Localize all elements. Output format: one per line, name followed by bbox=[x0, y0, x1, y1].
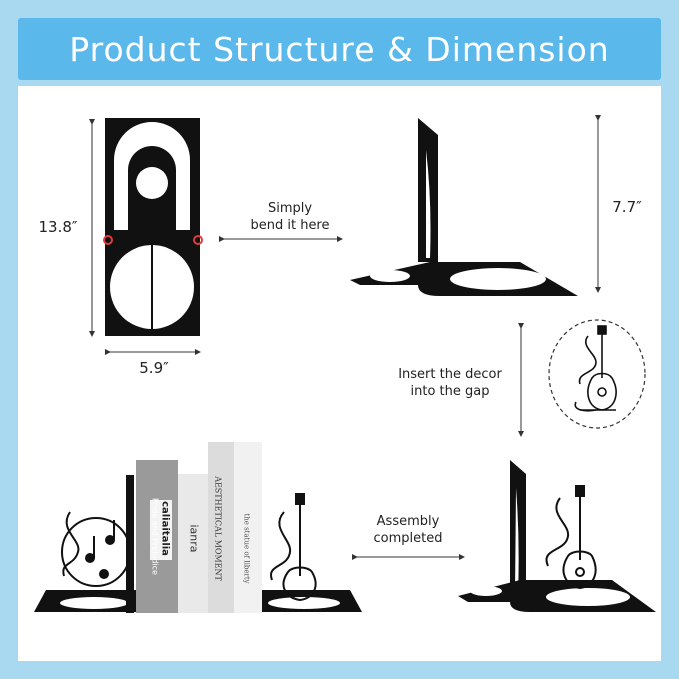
banner-title: Product Structure & Dimension bbox=[69, 29, 610, 69]
music-notes-icon bbox=[61, 511, 131, 587]
guitar-decor-icon-shelf bbox=[269, 493, 317, 602]
bend-marker-left bbox=[103, 235, 113, 245]
book-spine-4: AESTHETICAL MOMENT bbox=[213, 476, 223, 581]
assembled-bookend bbox=[458, 460, 656, 612]
bend-line-2: bend it here bbox=[250, 218, 330, 233]
assembly-line-2: completed bbox=[373, 531, 443, 546]
bent-bookend bbox=[350, 118, 578, 296]
book-spine-2: caliaitalia bbox=[159, 501, 171, 556]
height-label: 13.8″ bbox=[38, 218, 78, 236]
book-spine-5: the statue of liberty bbox=[242, 513, 251, 584]
bend-instruction: Simply bend it here bbox=[240, 200, 340, 234]
flat-plate bbox=[103, 118, 203, 336]
decor-circle bbox=[548, 319, 646, 429]
side-height-label: 7.7″ bbox=[612, 198, 642, 216]
bend-marker-right bbox=[193, 235, 203, 245]
insert-instruction: Insert the decor into the gap bbox=[390, 366, 510, 400]
book-spine-3: ianra bbox=[187, 524, 201, 553]
assembly-instruction: Assembly completed bbox=[360, 513, 456, 547]
assembly-line-1: Assembly bbox=[376, 514, 440, 529]
guitar-decor-icon bbox=[574, 325, 617, 412]
bend-line-1: Simply bbox=[267, 201, 313, 216]
bookshelf-scene bbox=[34, 442, 362, 613]
width-label: 5.9″ bbox=[139, 359, 169, 377]
insert-line-1: Insert the decor bbox=[398, 367, 502, 382]
insert-line-2: into the gap bbox=[410, 384, 490, 399]
title-banner: Product Structure & Dimension bbox=[18, 18, 661, 80]
